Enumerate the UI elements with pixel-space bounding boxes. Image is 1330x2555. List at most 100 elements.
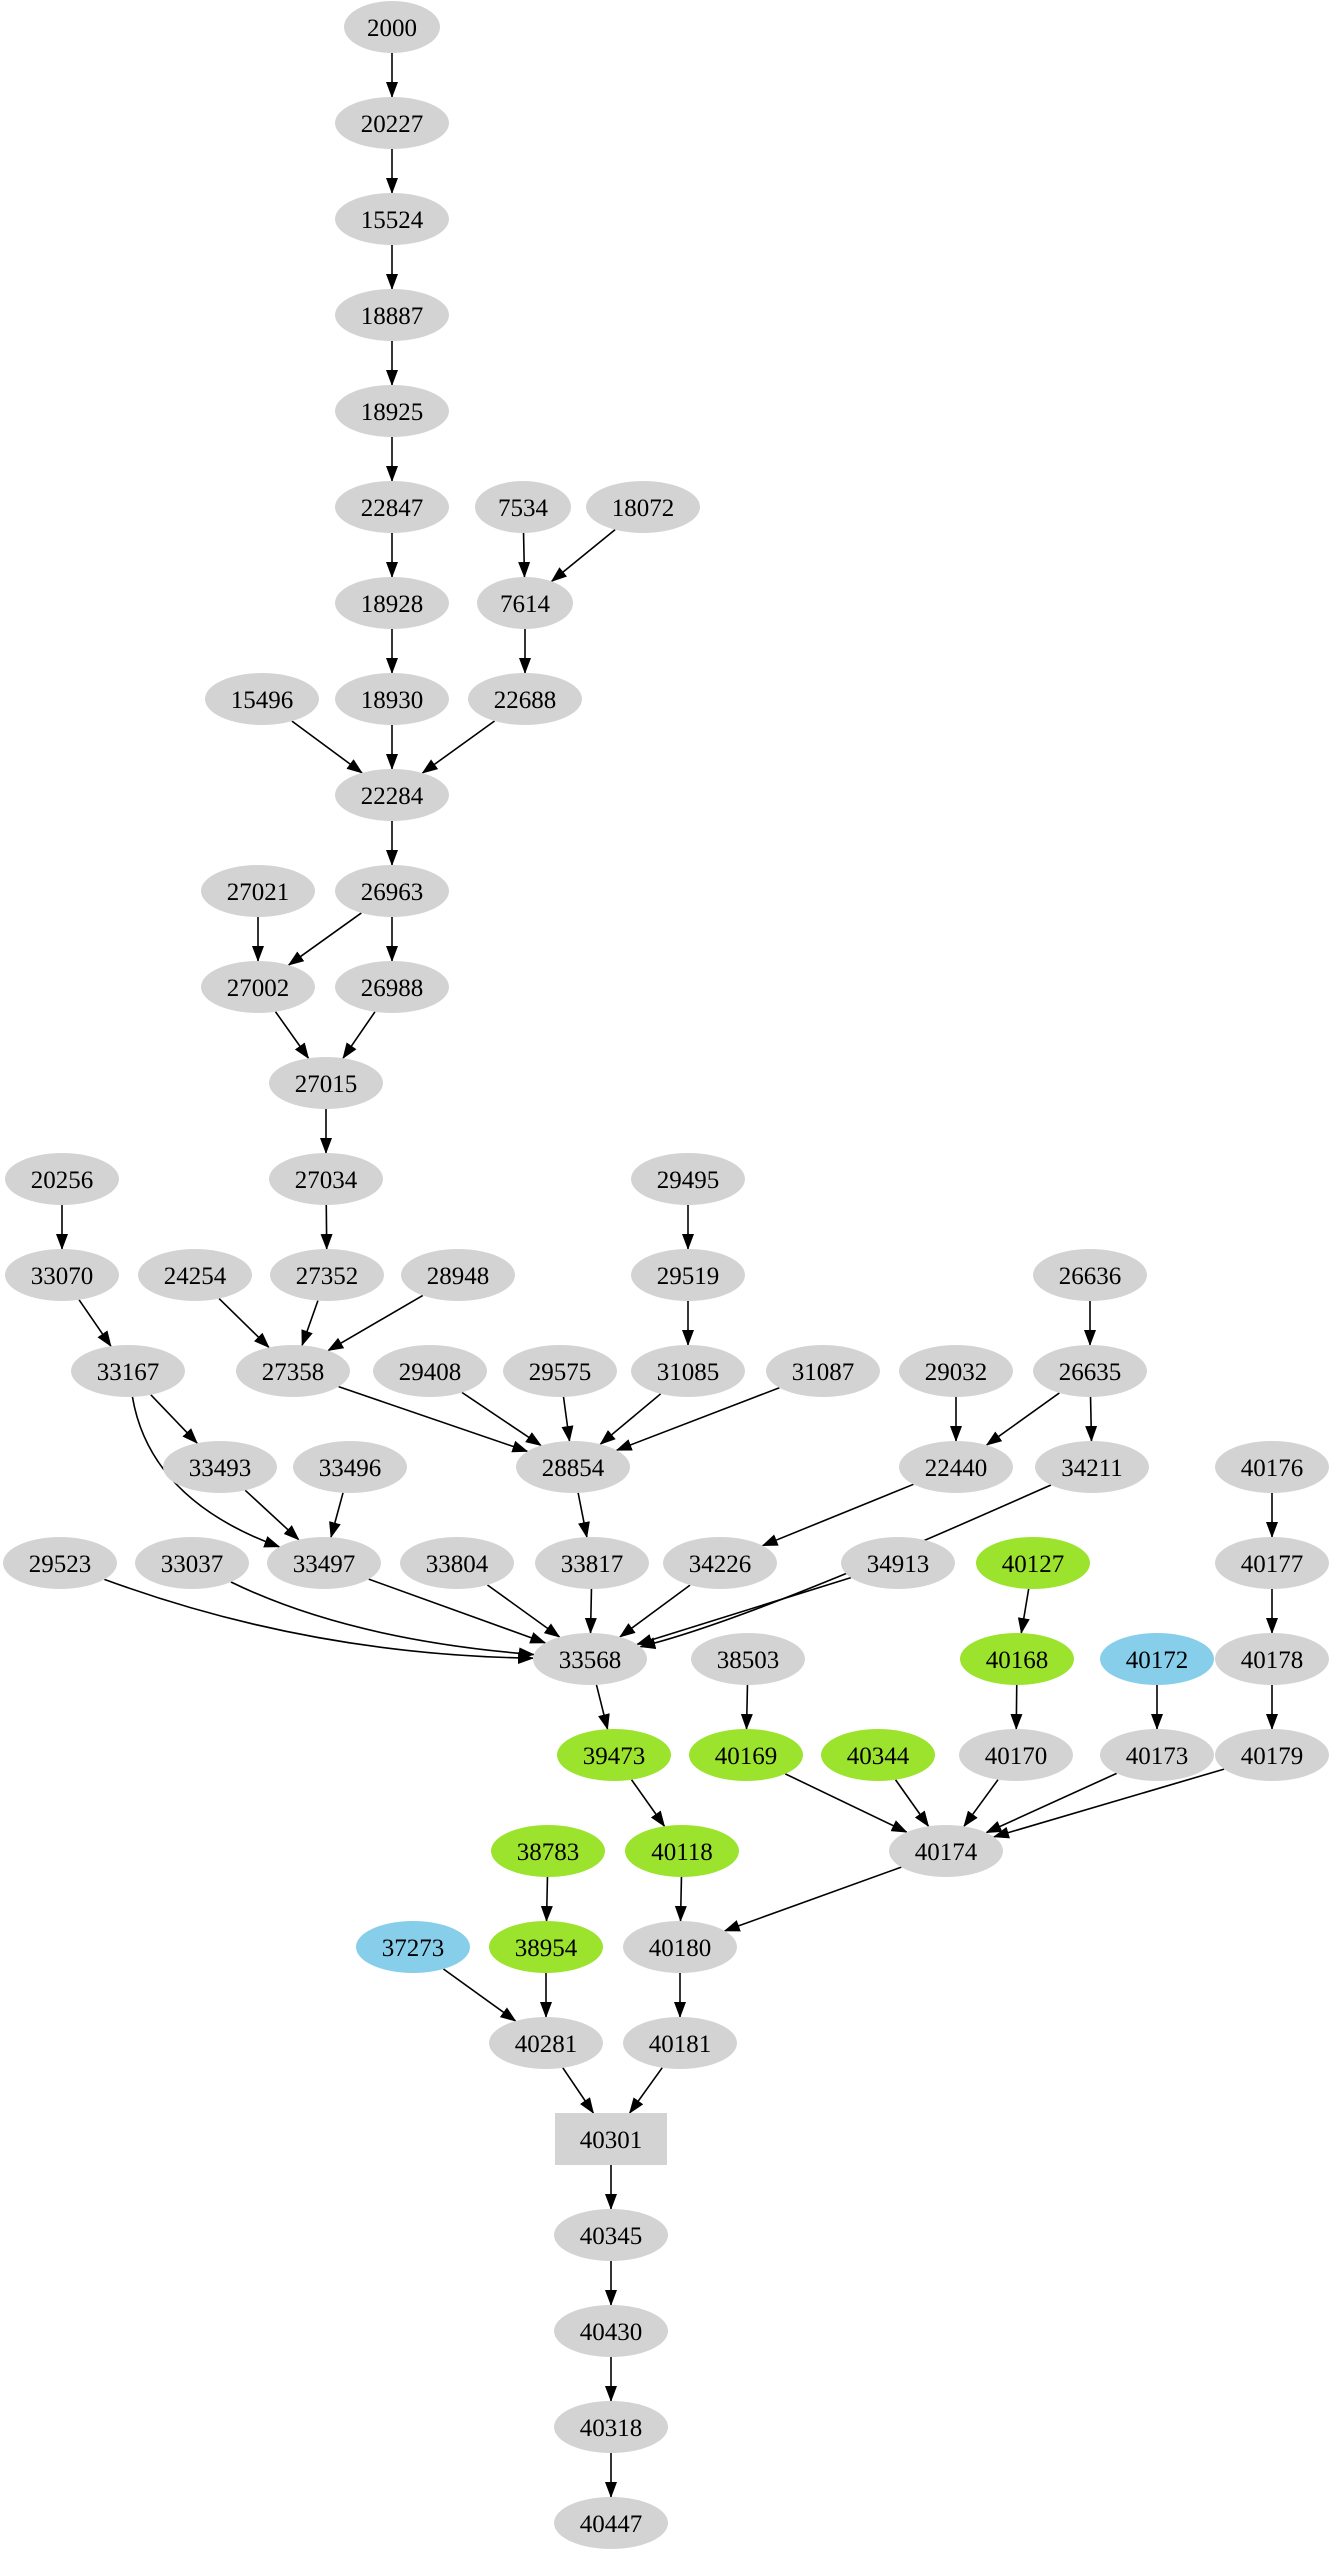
node-ellipse <box>400 1537 514 1589</box>
node-18928: 18928 <box>335 577 449 629</box>
node-33804: 33804 <box>400 1537 514 1589</box>
edge-34226-33568 <box>619 1584 691 1638</box>
node-40170: 40170 <box>959 1729 1073 1781</box>
edge-33496-33497 <box>329 1492 344 1539</box>
node-ellipse <box>269 1153 383 1205</box>
node-26963: 26963 <box>335 865 449 917</box>
node-ellipse <box>533 1633 647 1685</box>
node-ellipse <box>516 1441 630 1493</box>
node-ellipse <box>335 577 449 629</box>
node-ellipse <box>335 961 449 1013</box>
edge-28948-27358 <box>327 1294 424 1352</box>
edge-29408-28854 <box>461 1391 542 1447</box>
node-27358: 27358 <box>236 1345 350 1397</box>
edge-33167-33497 <box>131 1396 281 1548</box>
node-ellipse <box>1215 1633 1329 1685</box>
node-40127: 40127 <box>976 1537 1090 1589</box>
node-label: 33037 <box>161 1551 224 1578</box>
node-24254: 24254 <box>138 1249 252 1301</box>
edge-26988-27015 <box>342 1011 376 1060</box>
node-7614: 7614 <box>477 577 573 629</box>
node-18887: 18887 <box>335 289 449 341</box>
node-26635: 26635 <box>1033 1345 1147 1397</box>
node-27002: 27002 <box>201 961 315 1013</box>
node-label: 29408 <box>399 1359 462 1386</box>
node-40318: 40318 <box>554 2401 668 2453</box>
node-label: 26988 <box>361 975 424 1002</box>
node-label: 40178 <box>1241 1647 1304 1674</box>
node-label: 38503 <box>717 1647 780 1674</box>
node-40173: 40173 <box>1100 1729 1214 1781</box>
edge-29575-28854 <box>561 1396 574 1443</box>
node-ellipse <box>976 1537 1090 1589</box>
node-ellipse <box>557 1729 671 1781</box>
edge-33817-33568 <box>584 1588 597 1634</box>
node-label: 40172 <box>1126 1647 1189 1674</box>
node-ellipse <box>631 1345 745 1397</box>
node-29495: 29495 <box>631 1153 745 1205</box>
edge-26963-27002 <box>287 912 362 966</box>
node-38783: 38783 <box>491 1825 605 1877</box>
node-ellipse <box>269 1057 383 1109</box>
edge-40170-40174 <box>963 1779 999 1828</box>
node-label: 34913 <box>867 1551 930 1578</box>
node-label: 40168 <box>986 1647 1049 1674</box>
node-ellipse <box>5 1153 119 1205</box>
node-label: 22847 <box>361 495 424 522</box>
node-33817: 33817 <box>535 1537 649 1589</box>
node-label: 40170 <box>985 1743 1048 1770</box>
node-label: 7614 <box>500 591 551 618</box>
node-label: 18925 <box>361 399 424 426</box>
node-label: 27002 <box>227 975 290 1002</box>
node-22847: 22847 <box>335 481 449 533</box>
node-label: 27021 <box>227 879 290 906</box>
node-34211: 34211 <box>1035 1441 1149 1493</box>
node-label: 29495 <box>657 1167 720 1194</box>
node-29519: 29519 <box>631 1249 745 1301</box>
node-33070: 33070 <box>5 1249 119 1301</box>
node-27352: 27352 <box>270 1249 384 1301</box>
node-ellipse <box>1035 1441 1149 1493</box>
node-label: 34211 <box>1061 1455 1123 1482</box>
node-ellipse <box>5 1249 119 1301</box>
node-31085: 31085 <box>631 1345 745 1397</box>
node-label: 22284 <box>361 783 424 810</box>
node-label: 27034 <box>295 1167 358 1194</box>
node-label: 33804 <box>426 1551 489 1578</box>
node-ellipse <box>1215 1729 1329 1781</box>
node-37273: 37273 <box>356 1921 470 1973</box>
edge-18072-7614 <box>550 529 616 582</box>
node-label: 26963 <box>361 879 424 906</box>
node-ellipse <box>899 1441 1013 1493</box>
node-label: 7534 <box>498 495 549 522</box>
edge-40179-40174 <box>992 1768 1225 1839</box>
edge-37273-40281 <box>442 1968 517 2022</box>
node-label: 18072 <box>612 495 675 522</box>
node-33568: 33568 <box>533 1633 647 1685</box>
edge-22440-34226 <box>761 1483 914 1547</box>
node-ellipse <box>554 2305 668 2357</box>
node-40168: 40168 <box>960 1633 1074 1685</box>
node-2000: 2000 <box>344 1 440 53</box>
node-ellipse <box>477 577 573 629</box>
node-33493: 33493 <box>163 1441 277 1493</box>
node-ellipse <box>335 481 449 533</box>
node-ellipse <box>335 865 449 917</box>
node-label: 29519 <box>657 1263 720 1290</box>
edge-33037-33568 <box>230 1581 535 1660</box>
node-label: 26636 <box>1059 1263 1122 1290</box>
node-ellipse <box>293 1441 407 1493</box>
node-18930: 18930 <box>335 673 449 725</box>
node-29408: 29408 <box>373 1345 487 1397</box>
node-ellipse <box>335 97 449 149</box>
edge-40169-40174 <box>784 1773 908 1833</box>
node-7534: 7534 <box>475 481 571 533</box>
node-ellipse <box>663 1537 777 1589</box>
node-18925: 18925 <box>335 385 449 437</box>
node-39473: 39473 <box>557 1729 671 1781</box>
node-label: 40127 <box>1002 1551 1065 1578</box>
node-ellipse <box>691 1633 805 1685</box>
node-ellipse <box>899 1345 1013 1397</box>
edge-40344-40174 <box>894 1779 930 1828</box>
node-33037: 33037 <box>135 1537 249 1589</box>
